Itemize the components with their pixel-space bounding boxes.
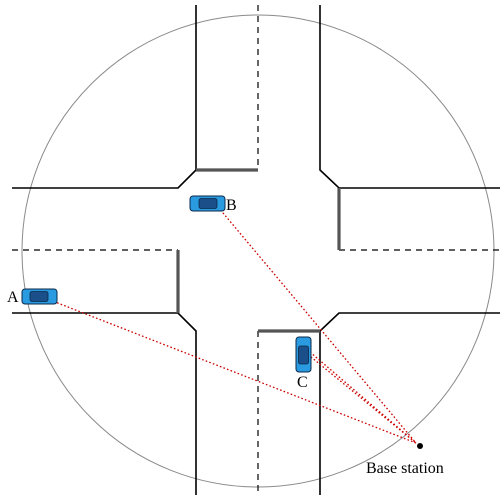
car-c-label: C (297, 374, 308, 391)
car-b (189, 195, 226, 212)
car-c (295, 336, 312, 373)
link-c-2 (304, 351, 417, 444)
lane-dividers (12, 5, 500, 495)
link-c (309, 351, 417, 444)
stop-lines (176, 168, 341, 333)
car-a (21, 288, 58, 305)
road-edge-top-right (319, 5, 500, 189)
car-a-label: A (7, 289, 19, 306)
car-c-window (298, 345, 309, 365)
car-b-window (198, 198, 218, 209)
link-b (217, 206, 417, 444)
base-station-dot (417, 443, 423, 449)
car-a-window (29, 291, 49, 302)
link-a (49, 299, 417, 444)
road-edge-top-left (12, 5, 197, 189)
road-edge-bottom-left (12, 312, 197, 495)
car-b-label: B (226, 197, 237, 214)
base-station-label: Base station (366, 460, 444, 477)
road-edge-bottom-right (319, 312, 500, 495)
road-edges (12, 5, 500, 495)
radio-links (49, 206, 417, 444)
